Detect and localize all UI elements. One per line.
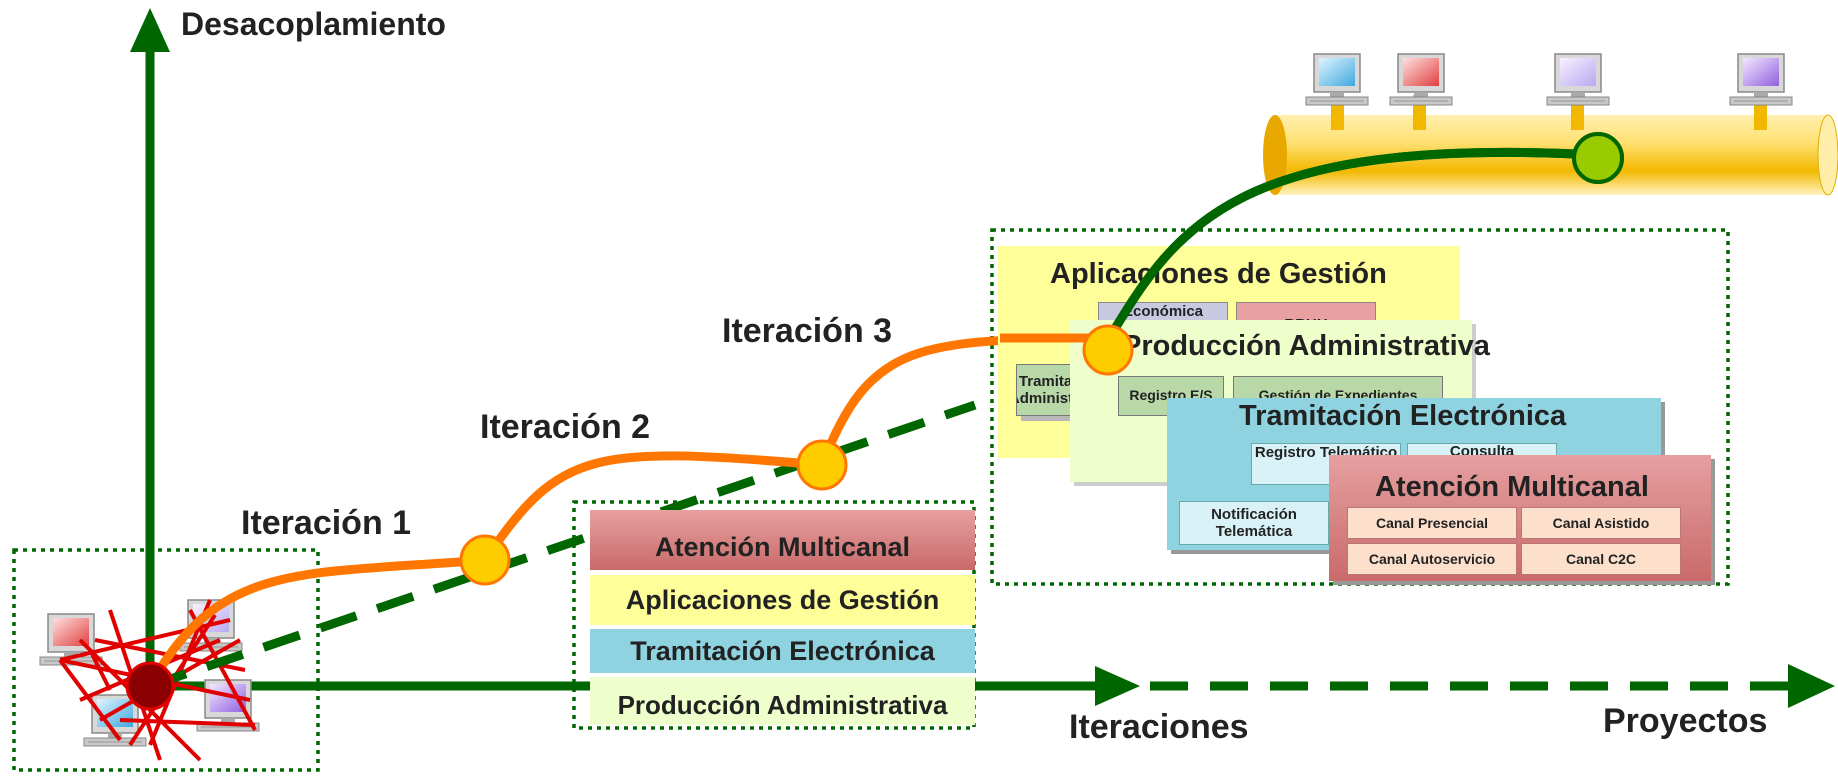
- computer-icon: [1305, 53, 1369, 106]
- y-axis-arrow: [130, 8, 170, 52]
- small-produccion-layer: Producción Administrativa: [590, 677, 975, 725]
- projects-axis-label: Proyectos: [1603, 702, 1768, 740]
- iteration-3-node-overlay: [1082, 324, 1134, 376]
- large-atencion-panel: Atención Multicanal Canal Presencial Can…: [1329, 455, 1711, 581]
- projects-stack-container: [990, 228, 1730, 586]
- small-atencion-label: Atención Multicanal: [654, 531, 911, 562]
- projects-axis-arrow: [1788, 664, 1835, 708]
- y-axis-label: Desacoplamiento: [181, 6, 446, 42]
- tram-notificacion-box: Notificación Telemática: [1179, 501, 1329, 545]
- large-tramitacion-title: Tramitación Electrónica: [1239, 400, 1567, 432]
- computer-icon: [1729, 53, 1793, 106]
- iteration-2-node: [796, 439, 848, 491]
- computer-icon: [1389, 53, 1453, 106]
- canal-asistido-box: Canal Asistido: [1521, 507, 1681, 539]
- iteration-1-label: Iteración 1: [241, 504, 412, 542]
- small-aplicaciones-label: Aplicaciones de Gestión: [625, 584, 940, 615]
- iteration-1-node: [459, 534, 511, 586]
- origin-node: [125, 661, 175, 711]
- canal-autoservicio-box: Canal Autoservicio: [1347, 543, 1517, 575]
- small-tramitacion-layer: Tramitación Electrónica: [590, 629, 975, 673]
- bus-node-overlay: [1572, 132, 1624, 184]
- iteration-2-label: Iteración 2: [480, 408, 651, 446]
- projects-curve-overlay: [1104, 147, 1599, 343]
- x-axis-label: Iteraciones: [1069, 708, 1249, 746]
- small-produccion-label: Producción Administrativa: [617, 690, 948, 720]
- small-tramitacion-label: Tramitación Electrónica: [630, 635, 935, 666]
- computer-icon: [1546, 53, 1610, 106]
- canal-c2c-box: Canal C2C: [1521, 543, 1681, 575]
- small-aplicaciones-layer: Aplicaciones de Gestión: [590, 575, 975, 625]
- large-atencion-title: Atención Multicanal: [1375, 471, 1649, 503]
- iteration-3-label: Iteración 3: [722, 312, 893, 350]
- large-aplicaciones-title: Aplicaciones de Gestión: [1050, 258, 1387, 290]
- x-axis-arrow: [1095, 666, 1140, 706]
- iteration-curve: [146, 333, 1109, 689]
- legacy-network-container: [12, 548, 320, 772]
- small-atencion-layer: Atención Multicanal: [590, 510, 975, 570]
- bus-computers: [1305, 53, 1793, 130]
- canal-presencial-box: Canal Presencial: [1347, 507, 1517, 539]
- large-produccion-title: Producción Administrativa: [1122, 330, 1490, 362]
